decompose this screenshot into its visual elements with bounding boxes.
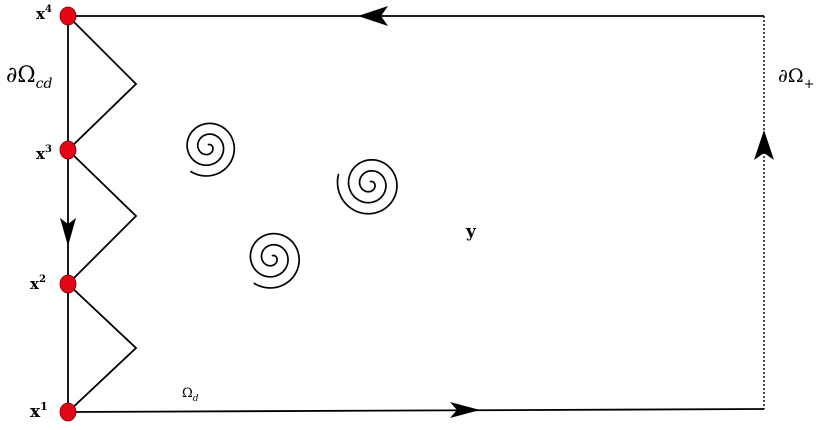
y-point-label: y <box>465 222 477 242</box>
spiral-vortex-3 <box>250 234 299 288</box>
zigzag-triangle-lower <box>68 284 136 412</box>
boundary-plus-label: ∂Ω+ <box>778 65 814 92</box>
node-x2-marker <box>60 275 76 293</box>
spiral-vortex-2 <box>338 160 397 214</box>
bottom-boundary-edge <box>68 409 764 412</box>
zigzag-triangle-middle <box>68 150 136 284</box>
node-x3-label: x3 <box>36 144 52 163</box>
node-x3-marker <box>60 141 76 159</box>
arrow-right-upward-icon <box>754 130 774 160</box>
node-x1-label: x1 <box>30 400 48 422</box>
node-x4-label: x4 <box>36 4 52 23</box>
node-x1-marker <box>60 403 76 421</box>
node-x2-label: x2 <box>30 274 46 293</box>
boundary-cd-label: ∂Ωcd <box>6 63 52 92</box>
zigzag-triangle-upper <box>68 16 136 150</box>
spiral-vortex-1 <box>187 123 234 176</box>
omega-d-label: Ωd <box>182 386 199 404</box>
node-x4-marker <box>60 7 76 25</box>
